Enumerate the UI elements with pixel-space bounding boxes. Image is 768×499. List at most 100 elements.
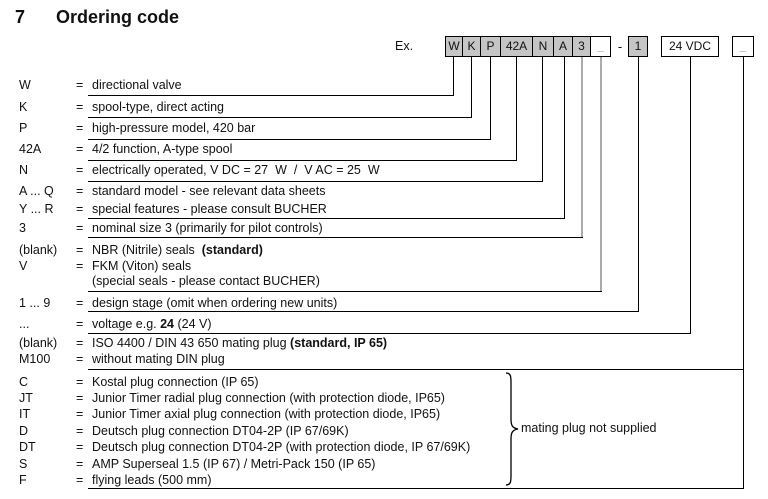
equals-sign: = bbox=[76, 121, 84, 135]
connector-underline bbox=[88, 117, 472, 118]
code-label: DT bbox=[19, 440, 36, 454]
section-number: 7 bbox=[15, 7, 26, 27]
code-label: M100 bbox=[19, 352, 51, 366]
connector-underline bbox=[88, 139, 491, 140]
equals-sign: = bbox=[76, 391, 84, 405]
code-box-w: W bbox=[445, 36, 463, 57]
connector-underline bbox=[88, 488, 744, 489]
code-description: ISO 4400 / DIN 43 650 mating plug (stand… bbox=[92, 336, 388, 350]
code-label: N bbox=[19, 163, 29, 177]
code-box-1: 1 bbox=[628, 36, 648, 57]
code-label: ... bbox=[19, 317, 30, 331]
connector-line bbox=[743, 57, 744, 488]
code-label: C bbox=[19, 375, 29, 389]
code-description-continued: (special seals - please contact BUCHER) bbox=[92, 274, 320, 288]
code-label: K bbox=[19, 100, 28, 114]
code-label: (blank) bbox=[19, 243, 58, 257]
code-box-a: A bbox=[553, 36, 573, 57]
code-label: P bbox=[19, 121, 28, 135]
connector-line-gray bbox=[581, 57, 583, 237]
equals-sign: = bbox=[76, 202, 84, 216]
equals-sign: = bbox=[76, 352, 84, 366]
equals-sign: = bbox=[76, 317, 84, 331]
code-description: nominal size 3 (primarily for pilot cont… bbox=[92, 221, 323, 235]
equals-sign: = bbox=[76, 407, 84, 421]
connector-underline bbox=[88, 311, 639, 312]
code-box-plug-blank: _ bbox=[732, 36, 754, 57]
code-description: 4/2 function, A-type spool bbox=[92, 142, 233, 156]
code-description: high-pressure model, 420 bar bbox=[92, 121, 256, 135]
code-description: Deutsch plug connection DT04-2P (with pr… bbox=[92, 440, 471, 454]
equals-sign: = bbox=[76, 100, 84, 114]
code-label: S bbox=[19, 457, 28, 471]
code-description: Junior Timer radial plug connection (wit… bbox=[92, 391, 445, 405]
code-description: FKM (Viton) seals bbox=[92, 259, 192, 273]
connector-line bbox=[490, 57, 491, 139]
code-label: F bbox=[19, 473, 27, 487]
connector-line bbox=[638, 57, 639, 311]
equals-sign: = bbox=[76, 296, 84, 310]
brace-note: mating plug not supplied bbox=[521, 421, 657, 435]
code-description: Deutsch plug connection DT04-2P (IP 67/6… bbox=[92, 424, 349, 438]
code-box-p: P bbox=[480, 36, 501, 57]
code-box-42a: 42A bbox=[500, 36, 533, 57]
connector-line bbox=[690, 57, 691, 333]
code-description: without mating DIN plug bbox=[92, 352, 225, 366]
connector-underline bbox=[88, 160, 517, 161]
equals-sign: = bbox=[76, 473, 84, 487]
connector-line bbox=[471, 57, 472, 117]
code-description: AMP Superseal 1.5 (IP 67) / Metri-Pack 1… bbox=[92, 457, 376, 471]
code-label: 3 bbox=[19, 221, 26, 235]
connector-underline bbox=[88, 181, 543, 182]
connector-underline bbox=[88, 369, 744, 370]
code-label: V bbox=[19, 259, 28, 273]
code-separator: - bbox=[617, 39, 623, 54]
code-description: standard model - see relevant data sheet… bbox=[92, 184, 326, 198]
equals-sign: = bbox=[76, 78, 84, 92]
code-box-3: 3 bbox=[572, 36, 591, 57]
connector-line bbox=[542, 57, 543, 181]
code-label: Y ... R bbox=[19, 202, 54, 216]
connector-underline bbox=[88, 95, 454, 96]
code-label: JT bbox=[19, 391, 33, 405]
connector-underline bbox=[88, 237, 583, 238]
page-title: Ordering code bbox=[56, 7, 180, 27]
code-description: voltage e.g. 24 (24 V) bbox=[92, 317, 212, 331]
code-box-seal-blank: _ bbox=[590, 36, 611, 57]
connector-line bbox=[453, 57, 454, 95]
code-description: Junior Timer axial plug connection (with… bbox=[92, 407, 441, 421]
equals-sign: = bbox=[76, 259, 84, 273]
connector-line bbox=[516, 57, 517, 160]
code-label: 1 ... 9 bbox=[19, 296, 51, 310]
code-description: NBR (Nitrile) seals (standard) bbox=[92, 243, 263, 257]
equals-sign: = bbox=[76, 336, 84, 350]
equals-sign: = bbox=[76, 424, 84, 438]
equals-sign: = bbox=[76, 184, 84, 198]
equals-sign: = bbox=[76, 440, 84, 454]
code-box-n: N bbox=[532, 36, 554, 57]
connector-underline bbox=[88, 333, 691, 334]
code-label: (blank) bbox=[19, 336, 58, 350]
connector-underline bbox=[88, 291, 602, 292]
code-label: W bbox=[19, 78, 31, 92]
code-description: spool-type, direct acting bbox=[92, 100, 225, 114]
equals-sign: = bbox=[76, 142, 84, 156]
equals-sign: = bbox=[76, 163, 84, 177]
equals-sign: = bbox=[76, 375, 84, 389]
code-label: A ... Q bbox=[19, 184, 54, 198]
code-description: directional valve bbox=[92, 78, 182, 92]
code-description: Kostal plug connection (IP 65) bbox=[92, 375, 259, 389]
connector-underline bbox=[88, 218, 565, 219]
code-label: D bbox=[19, 424, 29, 438]
equals-sign: = bbox=[76, 221, 84, 235]
code-description: special features - please consult BUCHER bbox=[92, 202, 327, 216]
group-brace bbox=[502, 372, 519, 486]
code-description: electrically operated, V DC = 27 W / V A… bbox=[92, 163, 380, 177]
code-box-k: K bbox=[462, 36, 481, 57]
equals-sign: = bbox=[76, 243, 84, 257]
code-description: flying leads (500 mm) bbox=[92, 473, 212, 487]
code-label: 42A bbox=[19, 142, 42, 156]
code-label: IT bbox=[19, 407, 31, 421]
equals-sign: = bbox=[76, 457, 84, 471]
